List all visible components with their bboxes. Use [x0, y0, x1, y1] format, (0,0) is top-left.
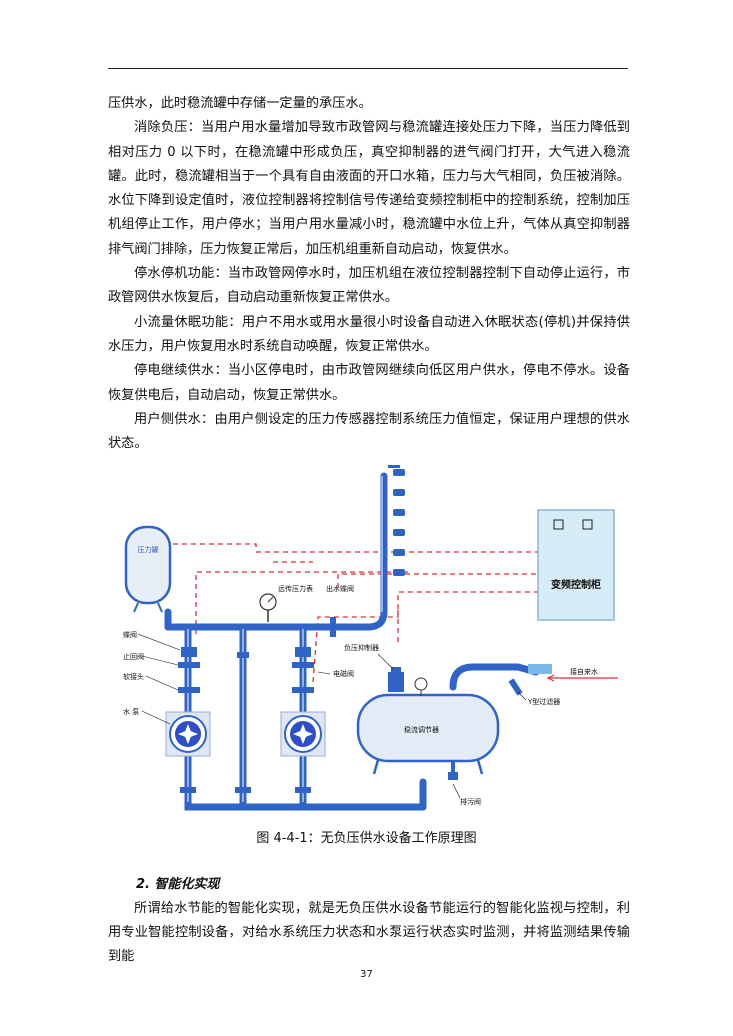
paragraph: 用户侧供水：由用户侧设定的压力传感器控制系统压力值恒定，保证用户理想的供水状态。 [108, 411, 630, 452]
pressure-tank: 压力罐 [124, 525, 172, 613]
left-labels: 蝶阀 止回阀 软接头 水 泵 [123, 630, 144, 716]
svg-text:止回阀: 止回阀 [123, 652, 144, 661]
paragraph: 小流量休眠功能：用户不用水或用水量很小时设备自动进入休眠状态(停机)并保持供水压… [108, 314, 630, 354]
label-drain: 排污阀 [460, 797, 481, 806]
schematic-diagram: 压力罐 远传压力表 出水蝶阀 蝶阀 止回阀 软接头 水 泵 [123, 465, 618, 811]
y-filter [508, 678, 523, 696]
inlet-pipe-end [528, 664, 552, 674]
svg-text:软接头: 软接头 [123, 672, 144, 681]
paragraph: 所谓给水节能的智能化实现，就是无负压供水设备节能运行的智能化监视与控制，利用专业… [108, 901, 630, 964]
stabilizer-tank [356, 677, 500, 775]
outlet-butterfly-valve [330, 617, 336, 637]
pump-column-right [280, 647, 326, 757]
figure-caption: 图 4-4-1：无负压供水设备工作原理图 [256, 831, 477, 846]
signal-lines [167, 543, 538, 683]
base-valve-mid [235, 787, 251, 793]
label-vacuum: 负压抑制器 [344, 643, 379, 652]
bypass-valve [237, 652, 249, 658]
drain-valve [448, 772, 458, 780]
label-stabilizer: 稳流调节器 [404, 725, 439, 734]
label-inlet: 接自来水 [570, 667, 598, 676]
base-valve-right [295, 787, 311, 793]
paragraph: 消除负压：当用户用水量增加导致市政管网与稳流罐连接处压力下降，当压力降低到相对压… [108, 120, 630, 257]
body-text: 压供水，此时稳流罐中存储一定量的承压水。 消除负压：当用户用水量增加导致市政管网… [108, 92, 630, 456]
base-valve-left [180, 787, 196, 793]
label-filter: Y型过滤器 [527, 697, 560, 706]
label-tank: 压力罐 [138, 545, 159, 554]
section-heading: 2. 智能化实现 [136, 877, 220, 892]
outlet-valves [388, 465, 405, 576]
paragraph: 停水停机功能：当市政管网停水时，加压机组在液位控制器控制下自动停止运行，市政管网… [108, 266, 630, 306]
header-rule [108, 68, 628, 69]
label-pressure-sensor: 远传压力表 [278, 584, 313, 593]
svg-text:蝶阀: 蝶阀 [123, 630, 137, 639]
page-number: 37 [360, 969, 373, 980]
vacuum-suppressor [388, 667, 404, 692]
tail-text: 所谓给水节能的智能化实现，就是无负压供水设备节能运行的智能化监视与控制，利用专业… [108, 897, 630, 969]
label-solenoid: 电磁阀 [333, 669, 354, 678]
control-cabinet: 变频控制柜 [537, 509, 615, 621]
paragraph: 停电继续供水：当小区停电时，由市政管网继续向低区用户供水，停电不停水。设备恢复供… [108, 363, 630, 403]
label-cabinet: 变频控制柜 [551, 578, 601, 591]
pump-column-left [165, 647, 211, 757]
svg-text:水 泵: 水 泵 [123, 707, 139, 716]
label-outlet-valve: 出水蝶阀 [326, 584, 354, 593]
pressure-gauge [259, 593, 277, 622]
leader-lines [137, 633, 181, 725]
paragraph: 压供水，此时稳流罐中存储一定量的承压水。 [108, 96, 372, 111]
